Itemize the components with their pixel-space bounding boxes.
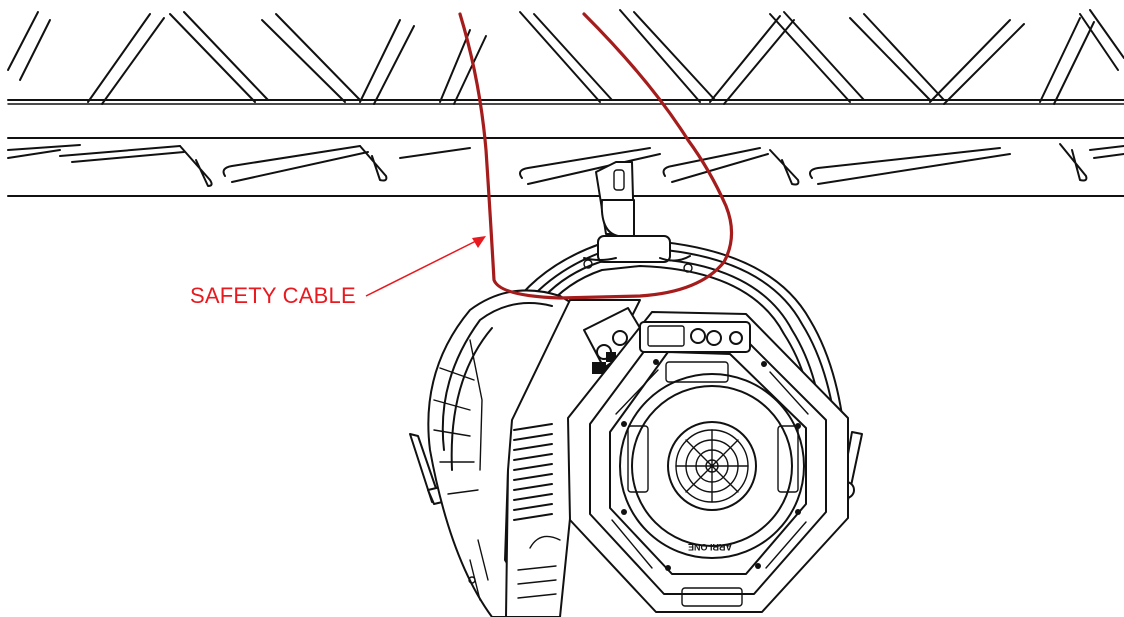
lens xyxy=(667,421,757,511)
xlr-connector-2[interactable] xyxy=(612,330,628,346)
truss-lacing xyxy=(7,9,1124,105)
truss-lower-lacing xyxy=(7,143,1124,187)
yoke-clamp-sleeve xyxy=(597,235,671,263)
face-panels xyxy=(611,361,809,607)
callout-arrow xyxy=(365,236,486,297)
side-vent-slots xyxy=(513,423,553,521)
fixture-face: ARRI ONE xyxy=(567,311,849,613)
fixture: ARRI ONE xyxy=(409,161,863,617)
truss xyxy=(7,9,1124,197)
lens-grille xyxy=(675,429,749,503)
safety-cable-label: SAFETY CABLE xyxy=(190,283,356,308)
data-connector[interactable] xyxy=(706,330,722,346)
power-switch[interactable] xyxy=(729,331,743,345)
brand-mark: ARRI ONE xyxy=(688,542,732,552)
mounting-clamp xyxy=(595,161,635,237)
power-connector[interactable] xyxy=(690,328,706,344)
face-screws xyxy=(621,359,801,571)
display-window xyxy=(647,325,685,347)
safety-cable xyxy=(458,12,734,300)
